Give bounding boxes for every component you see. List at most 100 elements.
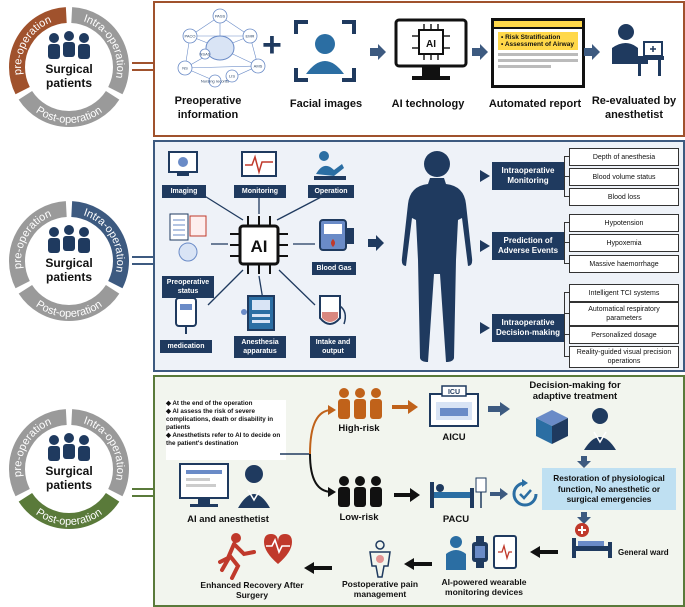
post-bullet-2: ◆ AI assess the risk of severe complicat…: [166, 408, 274, 431]
category-bracket: [564, 292, 570, 356]
category-item: Blood volume status: [569, 168, 679, 186]
preoperative-status-icon: [169, 213, 207, 262]
medication-icon: [175, 297, 197, 334]
low-risk-label: Low-risk: [339, 512, 379, 523]
arrow-icon: [488, 402, 510, 416]
low-risk-people-icon: [338, 476, 382, 507]
step-facial-images: Facial images: [289, 98, 363, 110]
item-tick: [564, 222, 569, 223]
ring-label-post: Post-operation: [34, 104, 105, 126]
input-blood-gas: Blood Gas: [312, 262, 356, 275]
input-intake-output: Intake and output: [310, 336, 356, 358]
general-ward-label: General ward: [618, 548, 669, 557]
recycle-icon: [512, 479, 538, 507]
ring-label-post: Post-operation: [34, 506, 105, 528]
ring-center-label: Surgical patients: [45, 256, 93, 284]
anesthetist-desk-icon: [612, 24, 664, 76]
intake-output-icon: [319, 295, 347, 325]
step-preoperative-information: Preoperative information: [174, 95, 242, 121]
recovery-label: Enhanced Recovery After Surgery: [200, 580, 304, 600]
connector-post: [132, 488, 154, 497]
ring-label-post: Post-operation: [34, 298, 105, 320]
arrow-icon: [584, 44, 600, 60]
input-preoperative-status: Preoperative status: [162, 276, 214, 298]
category-item: Personalized dosage: [569, 326, 679, 344]
ring-segment-intra: [70, 7, 129, 95]
item-tick: [564, 334, 569, 335]
item-tick: [564, 156, 569, 157]
ai-chip-icon: AI: [230, 216, 288, 274]
category-item: Massive haemorrhage: [569, 255, 679, 273]
face-scan-icon: [294, 20, 356, 82]
input-anesthesia-apparatus: Anesthesia apparatus: [234, 336, 286, 358]
ai-anesthetist-icon: [179, 463, 270, 508]
ring-segment-pre: [9, 201, 68, 289]
ring-center-label: Surgical patients: [45, 464, 93, 492]
svg-text:AI: AI: [426, 39, 436, 50]
node-7: Nursing records: [201, 79, 229, 84]
doctor-cube-icon: [536, 408, 616, 450]
svg-text:AI: AI: [251, 237, 268, 256]
ring-segment-post: [18, 492, 120, 529]
node-3: NSAS: [200, 52, 211, 57]
category-item: Intelligent TCI systems: [569, 284, 679, 302]
pain-body-icon: [369, 540, 391, 578]
input-medication: medication: [160, 340, 212, 353]
category-header: Intraoperative Decision-making: [492, 314, 564, 342]
pacu-label: PACU: [442, 514, 470, 525]
post-bullet-3: ◆ Anesthetists refer to AI to decide on …: [166, 432, 281, 447]
ring-segment-pre: [9, 7, 68, 95]
human-body-icon: [401, 151, 473, 362]
pain-management-label: Postoperative pain management: [341, 579, 419, 599]
category-item: Hypotension: [569, 214, 679, 232]
step-re-evaluated: Re-evaluated by anesthetist: [591, 95, 677, 121]
category-arrow-icon: [480, 322, 490, 334]
down-arrow-icon: [577, 512, 591, 524]
left-arrow-icon: [530, 546, 558, 558]
category-item: Automatical respiratory parameters: [569, 302, 679, 326]
node-6: LIS: [229, 74, 235, 79]
branch-connectors: [280, 405, 336, 497]
down-arrow-icon: [577, 456, 591, 468]
orange-arrow-icon: [392, 400, 418, 414]
input-monitoring: Monitoring: [234, 185, 286, 198]
plus-icon: +: [262, 26, 282, 64]
post-bullet-1: ◆ At the end of the operation: [166, 400, 253, 407]
item-tick: [564, 242, 569, 243]
monitoring-icon: [241, 151, 277, 177]
category-item: Blood loss: [569, 188, 679, 206]
report-line-2: • Assessment of Airway: [501, 41, 574, 48]
ring-center-label: Surgical patients: [45, 62, 93, 90]
network-icon: PASS PACO EMR NSAS AMS NS LIS Nursing re…: [177, 8, 266, 88]
icu-building-icon: ICU: [429, 385, 479, 427]
input-operation: Operation: [308, 185, 354, 198]
left-arrow-icon: [304, 562, 332, 574]
people-icon: [48, 31, 90, 59]
connector-pre: [132, 62, 154, 71]
ai-computer-icon: AI: [394, 18, 468, 80]
anesthesia-apparatus-icon: [241, 295, 275, 331]
node-5: NS: [182, 66, 188, 71]
category-header: Intraoperative Monitoring: [492, 162, 564, 190]
input-imaging: Imaging: [162, 185, 206, 198]
blood-gas-icon: [319, 219, 354, 251]
node-2: EMR: [246, 34, 255, 39]
report-icon: • Risk Stratification • Assessment of Ai…: [491, 18, 585, 88]
ring-segment-post: [18, 90, 120, 127]
wearable-label: AI-powered wearable monitoring devices: [441, 577, 527, 597]
node-0: PASS: [215, 14, 226, 19]
recovery-runner-icon: [218, 533, 292, 580]
black-arrow-icon: [394, 488, 420, 502]
node-4: AMS: [254, 64, 263, 69]
people-icon: [48, 433, 90, 461]
item-tick: [564, 292, 569, 293]
ring-segment-intra: [70, 201, 129, 289]
connector-intra: [132, 256, 154, 265]
item-tick: [564, 176, 569, 177]
svg-text:ICU: ICU: [448, 389, 460, 396]
category-arrow-icon: [480, 240, 490, 252]
wearable-devices-icon: [446, 535, 517, 570]
category-item: Hypoxemia: [569, 234, 679, 252]
